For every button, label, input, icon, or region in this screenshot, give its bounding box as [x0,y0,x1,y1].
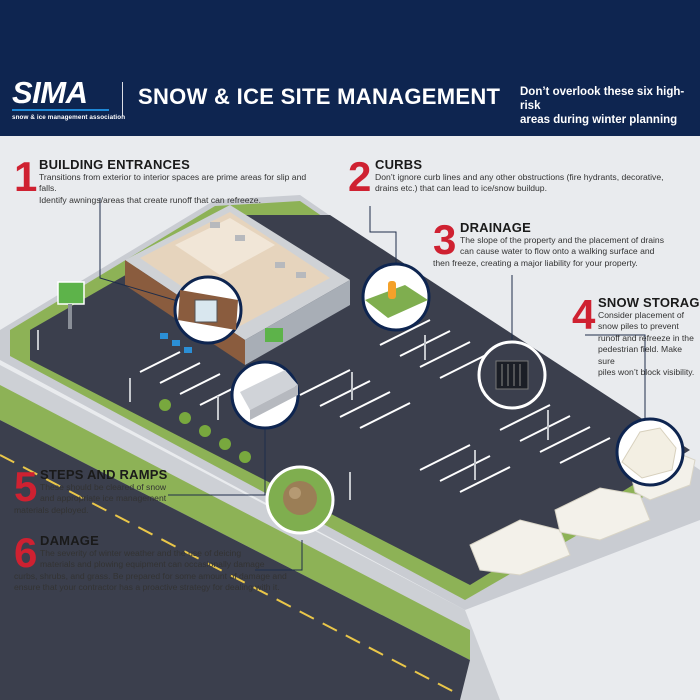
callout-heading: DRAINAGE [460,220,531,235]
callout-line: materials and plowing equipment can occa… [40,559,265,570]
road [0,420,470,700]
magnifier-drainage [477,340,547,410]
callout-damage: 6 DAMAGE The severity of winter weather … [14,529,304,595]
grass-lower [0,385,470,660]
callout-heading: SNOW STORAGE [598,295,700,310]
callout-curbs: 2 CURBS Don’t ignore curb lines and any … [348,153,670,202]
callout-body: The slope of the property and the placem… [433,235,673,269]
callout-line: The slope of the property and the placem… [460,235,664,245]
callout-number: 5 [14,463,38,510]
callout-heading: CURBS [375,157,423,172]
callout-line: Transitions from exterior to interior sp… [39,172,307,194]
callout-line: runoff and refreeze in the [598,332,694,343]
callout-building-entrances: 1 BUILDING ENTRANCES Transitions from ex… [14,153,314,205]
magnifier-snow-storage [615,417,685,487]
callout-line: The severity of winter weather and the u… [40,548,242,558]
light-poles [37,330,549,500]
page-tagline: Don’t overlook these six high-risk areas… [520,85,700,127]
logo-wordmark: SIMA [12,75,88,110]
callout-line: pedestrian field. Make sure [598,344,683,366]
callout-heading: DAMAGE [40,533,99,548]
callout-number: 3 [433,216,457,263]
callout-line: materials deployed. [14,504,89,515]
callout-line: Identify awnings/areas that create runof… [39,194,261,205]
logo-rule [12,109,109,111]
magnifier-building-entrance [173,275,243,345]
tagline-line-2: areas during winter planning [520,114,678,126]
callout-body: The severity of winter weather and the u… [14,548,304,594]
callout-line: ensure that your contractor has a proact… [14,582,280,593]
callout-body: Consider placement of snow piles to prev… [598,310,698,378]
site-illustration [0,136,700,700]
callout-line: and appropriate ice management [40,493,167,504]
callout-drainage: 3 DRAINAGE The slope of the property and… [433,216,673,270]
callout-heading: BUILDING ENTRANCES [39,157,190,172]
road-centerline [0,454,461,696]
callout-number: 2 [348,153,372,200]
callout-steps-ramps: 5 STEPS AND RAMPS These should be cleare… [14,463,184,517]
magnifier-steps-ramps [230,360,300,430]
callout-line: curbs, shrubs, and grass. Be prepared fo… [14,570,287,581]
callout-line: These should be cleared of snow [40,482,167,492]
site-sign [57,281,85,329]
callout-line: piles won’t block visibility. [598,367,695,378]
callout-line: can cause water to flow onto a walking s… [460,246,655,257]
shrubs [159,399,251,463]
callout-line: snow piles to prevent [598,321,679,332]
callout-number: 4 [572,291,596,338]
callout-number: 1 [14,153,38,200]
callout-number: 6 [14,529,38,576]
callout-snow-storage: 4 SNOW STORAGE Consider placement of sno… [572,291,700,378]
sima-logo: SIMA snow & ice management association [12,75,126,121]
accessible-spaces [160,333,192,353]
header-banner: SIMA snow & ice management association S… [0,0,700,136]
callout-body: Don’t ignore curb lines and any other ob… [375,172,670,195]
header-divider [122,82,123,116]
magnifier-damage [265,465,335,535]
callout-line: Don’t ignore curb lines and any other ob… [375,172,664,182]
callout-line: then freeze, creating a major liability … [433,257,638,268]
callout-heading: STEPS AND RAMPS [40,467,168,482]
callout-line: Consider placement of [598,310,684,320]
callout-line: drains etc.) that can lead to ice/snow b… [375,183,547,194]
parking-stripes [139,319,611,493]
magnifier-curbs [361,262,431,332]
tagline-line-1: Don’t overlook these six high-risk [520,86,685,112]
logo-subtitle: snow & ice management association [12,114,126,121]
callout-body: These should be cleared of snow and appr… [14,482,184,516]
page-title: SNOW & ICE SITE MANAGEMENT [138,84,501,109]
callout-body: Transitions from exterior to interior sp… [39,172,319,206]
